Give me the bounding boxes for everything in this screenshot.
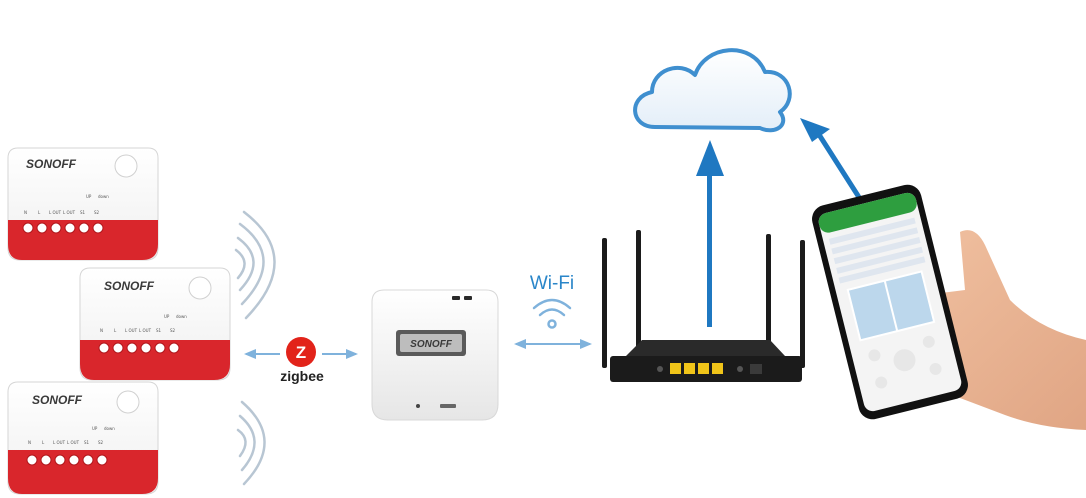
terminal-label-down: down [176, 314, 187, 319]
terminal-label-l: L [42, 440, 45, 445]
terminal-label-lout2: L OUT [67, 440, 80, 445]
signal-waves-icon [236, 400, 266, 486]
relay-device-1: SONOFF N L L OUT L OUT S1 S2 UP down [7, 147, 159, 261]
terminal-label-lout2: L OUT [63, 210, 76, 215]
zigbee-logo-icon: Z [286, 337, 316, 367]
router-to-cloud-arrow [696, 140, 724, 327]
relay-brand-label: SONOFF [104, 279, 155, 293]
terminal-label-up: UP [92, 426, 98, 431]
cloud-icon [633, 48, 792, 133]
terminal-label-l: L [114, 328, 117, 333]
terminal-label-down: down [98, 194, 109, 199]
terminal-label-lout2: L OUT [139, 328, 152, 333]
terminal-label-up: UP [86, 194, 92, 199]
terminal-label-lout1: L OUT [53, 440, 66, 445]
smartphone [812, 184, 968, 420]
terminal-label-n: N [24, 210, 27, 215]
terminal-label-lout1: L OUT [125, 328, 138, 333]
signal-waves-icon [234, 210, 276, 320]
terminal-label-n: N [28, 440, 31, 445]
terminal-label-s1: S1 [80, 210, 86, 215]
zigbee-label: zigbee [280, 368, 324, 384]
relay-brand-label: SONOFF [26, 157, 77, 171]
zigbee-hub: SONOFF [371, 289, 499, 421]
terminal-label-n: N [100, 328, 103, 333]
hub-brand-label: SONOFF [410, 339, 453, 350]
terminal-label-s1: S1 [84, 440, 90, 445]
terminal-label-down: down [104, 426, 115, 431]
terminal-label-up: UP [164, 314, 170, 319]
hand-holding-phone [875, 230, 1086, 430]
terminal-label-s2: S2 [170, 328, 176, 333]
zigbee-logo-letter: Z [296, 343, 306, 362]
wifi-router [602, 230, 805, 382]
wifi-icon [532, 298, 572, 329]
terminal-label-lout1: L OUT [49, 210, 62, 215]
relay-device-2: SONOFF N L L OUT L OUT S1 S2 UP down [79, 267, 231, 381]
relay-device-3: SONOFF N L L OUT L OUT S1 S2 UP down [7, 381, 159, 495]
relay-brand-label: SONOFF [32, 393, 83, 407]
terminal-label-l: L [38, 210, 41, 215]
terminal-label-s1: S1 [156, 328, 162, 333]
phone-to-cloud-arrow [800, 118, 865, 204]
terminal-label-s2: S2 [98, 440, 104, 445]
wifi-label: Wi-Fi [530, 273, 574, 294]
terminal-label-s2: S2 [94, 210, 100, 215]
